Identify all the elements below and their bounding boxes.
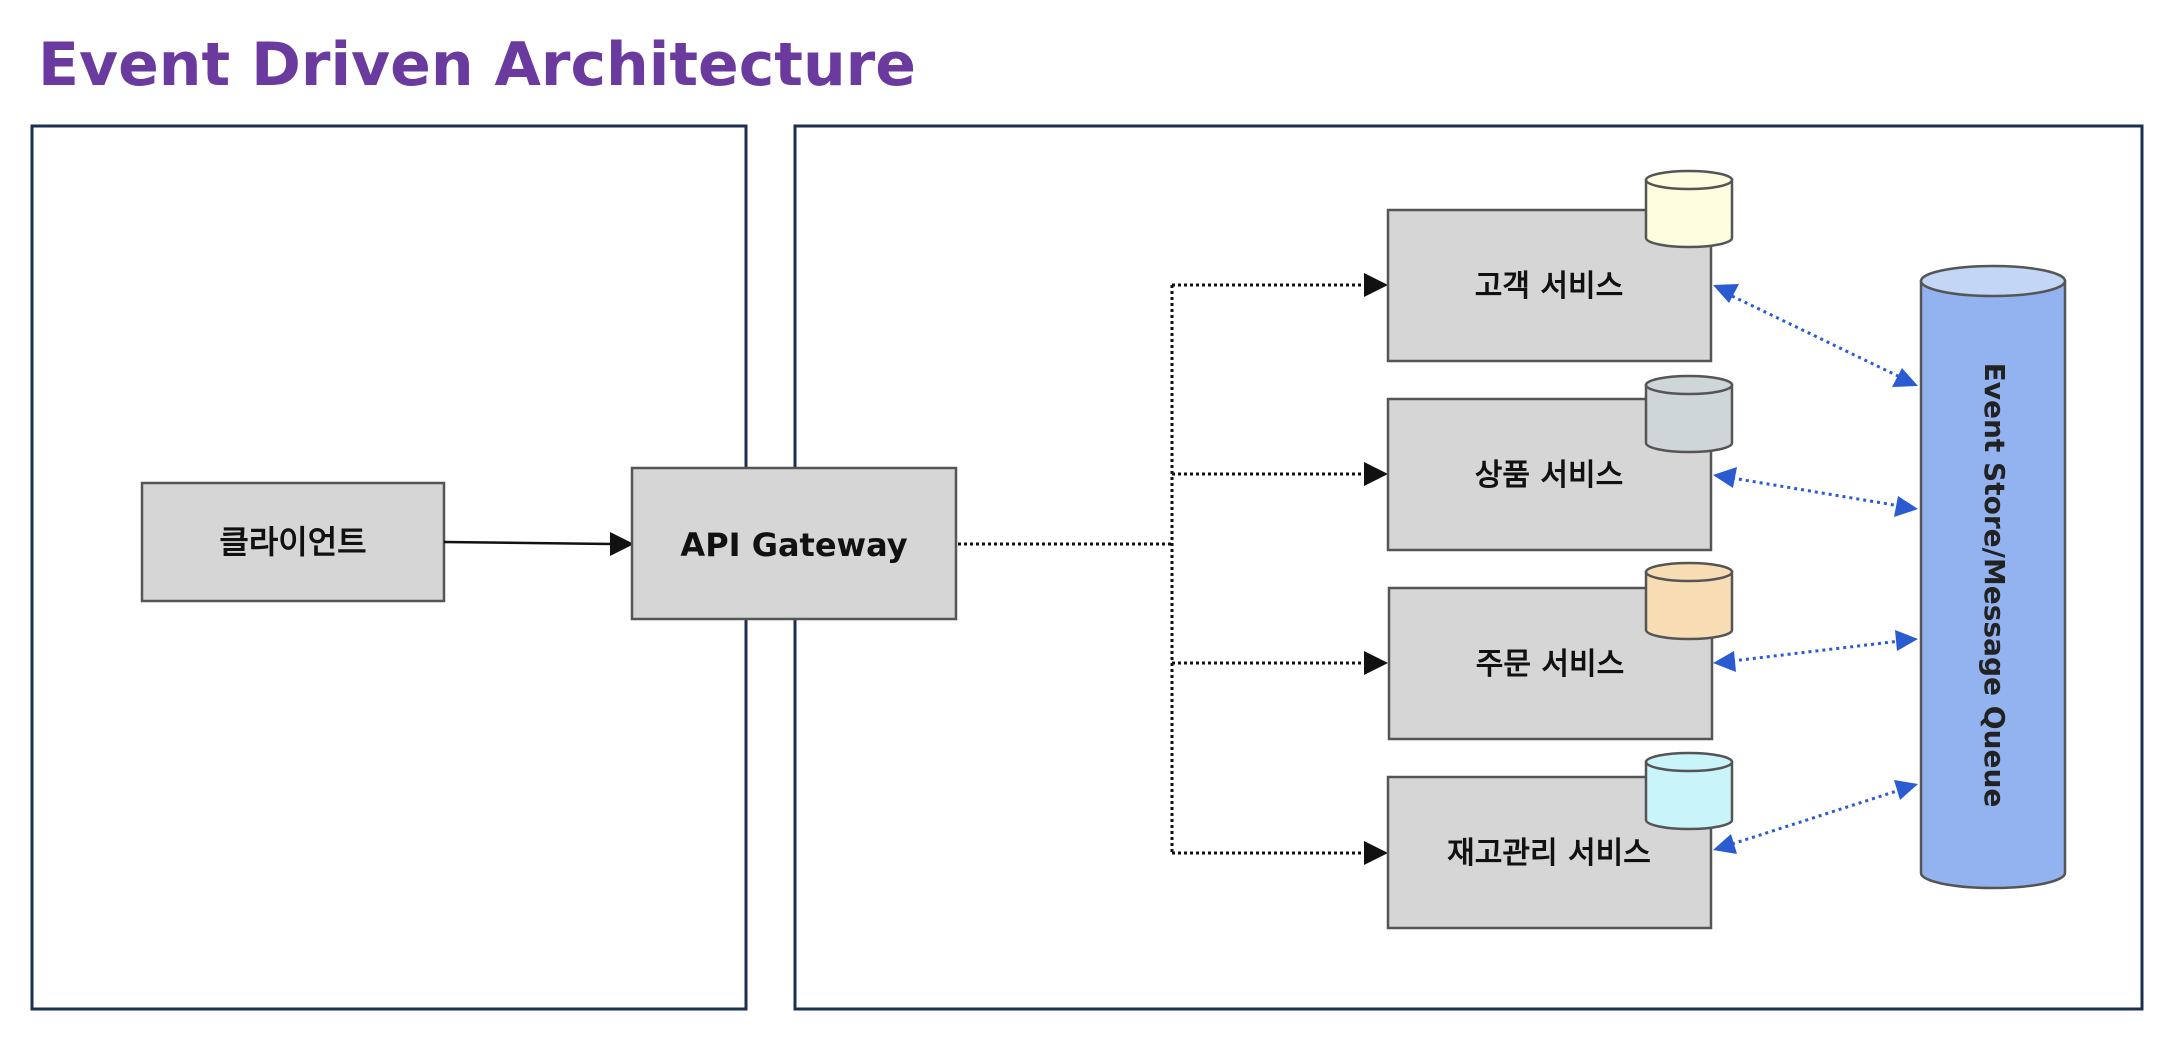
service-customer-label: 고객 서비스 (1475, 269, 1623, 304)
event-queue-node: Event Store/Message Queue (1919, 264, 2067, 890)
service-inventory: 재고관리 서비스 (1386, 775, 1713, 930)
page-title: Event Driven Architecture (38, 30, 916, 100)
event-queue-label: Event Store/Message Queue (1978, 363, 2011, 808)
gateway-label: API Gateway (680, 526, 907, 564)
database-icon-customer (1644, 169, 1734, 249)
database-icon-inventory (1644, 751, 1734, 831)
service-inventory-label: 재고관리 서비스 (1447, 836, 1651, 871)
database-icon-order (1644, 561, 1734, 641)
client-to-gateway-arrow (443, 532, 634, 556)
service-order-label: 주문 서비스 (1476, 647, 1624, 682)
service-queue-arrows (1713, 284, 1918, 854)
client-label: 클라이언트 (219, 523, 366, 561)
gateway-routing-lines (958, 273, 1388, 865)
client-node: 클라이언트 (140, 481, 446, 603)
service-product-label: 상품 서비스 (1475, 458, 1623, 493)
database-icon-product (1644, 374, 1734, 454)
gateway-node: API Gateway (630, 466, 958, 621)
